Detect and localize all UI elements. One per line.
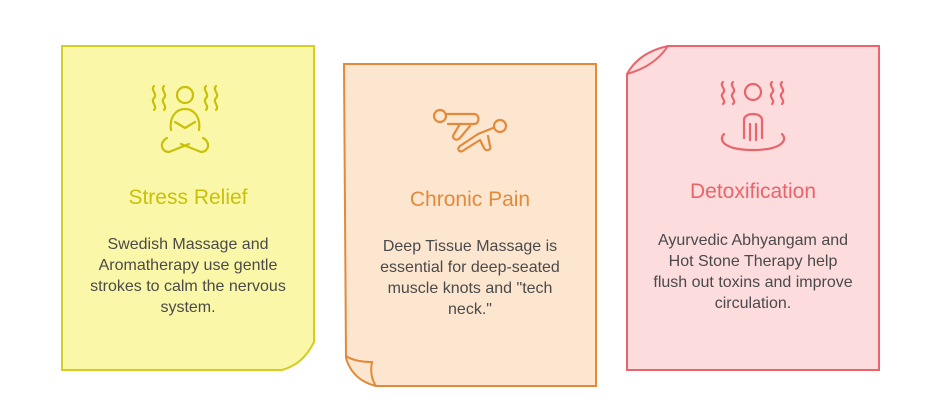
person-steam-icon — [720, 80, 786, 152]
card-chronic-pain: Chronic Pain Deep Tissue Massage is esse… — [344, 104, 596, 320]
card-detox-shape — [626, 45, 880, 371]
card-title: Detoxification — [689, 180, 817, 203]
card-description: Ayurvedic Abhyangam and Hot Stone Therap… — [653, 232, 853, 312]
card-description: Deep Tissue Massage is essential for dee… — [380, 238, 560, 318]
card-title: Stress Relief — [128, 186, 248, 209]
card-stress-relief-shape — [61, 45, 315, 371]
card-detoxification: Detoxification Ayurvedic Abhyangam and H… — [627, 78, 879, 314]
card-stress-relief: Stress Relief Swedish Massage and Aromat… — [62, 78, 314, 318]
person-relaxing-icon — [151, 84, 219, 154]
card-chronic-pain-shape — [342, 63, 597, 387]
massage-icon — [432, 108, 508, 153]
card-description: Swedish Massage and Aromatherapy use gen… — [90, 236, 286, 316]
card-chronic-pain-curl — [345, 355, 377, 387]
card-title: Chronic Pain — [409, 188, 531, 211]
card-detox-curl — [626, 45, 669, 75]
